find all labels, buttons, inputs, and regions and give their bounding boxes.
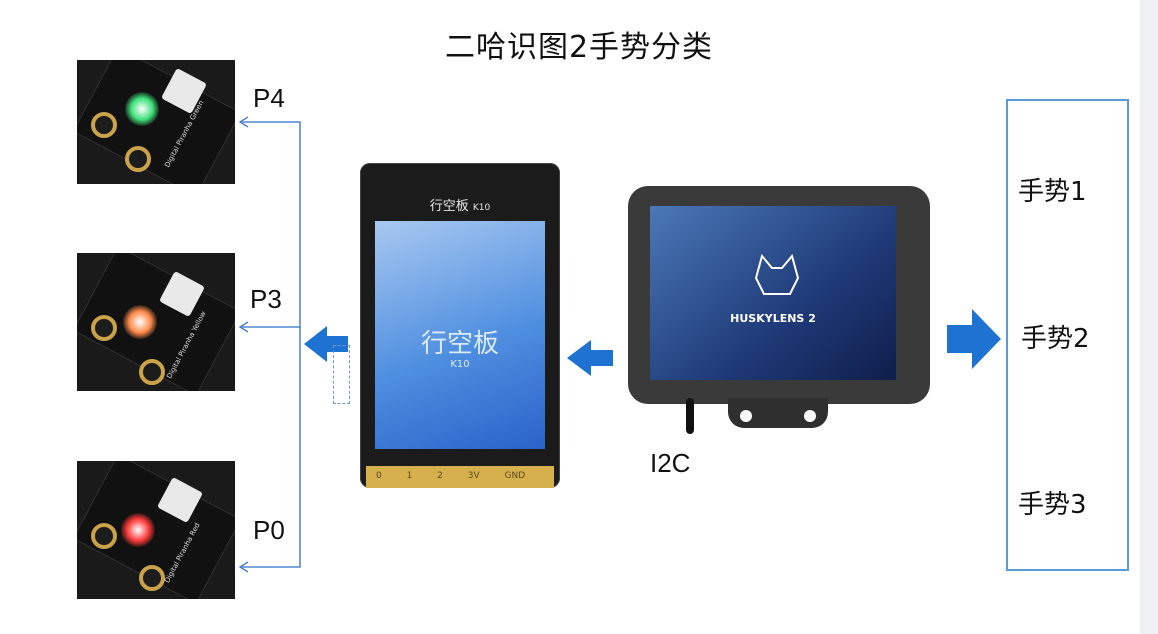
mount-hole (139, 359, 165, 385)
husky-logo-icon (754, 253, 800, 295)
huskylens-screen (650, 206, 896, 380)
mount-hole (91, 523, 117, 549)
bracket-hole (804, 410, 816, 422)
mount-hole (139, 565, 165, 591)
arrow-k10-to-leds (304, 326, 348, 362)
k10-board: 行空板 K10 行空板 K10 0 1 2 3V GND (360, 163, 560, 488)
mount-bracket (728, 398, 828, 428)
gesture-1: 手势1 (1018, 177, 1087, 207)
gesture-2: 手势2 (1021, 324, 1090, 354)
wire-p4-tip (238, 116, 249, 128)
wire-p3-tip (238, 321, 249, 333)
arrow-husky-to-gestures (947, 309, 1001, 369)
k10-screen-model: K10 (450, 359, 470, 370)
huskylens-name: HUSKYLENS 2 (730, 312, 816, 325)
k10-pin-strip: 0 1 2 3V GND (366, 466, 554, 488)
scrollbar-strip (1140, 0, 1158, 634)
k10-pin-text: 0 1 2 3V GND (376, 471, 526, 481)
huskylens-device: HUSKYLENS 2 (628, 186, 930, 434)
arrow-husky-to-k10 (567, 340, 613, 376)
led-module-yellow: Digital Piranha Yellow (77, 253, 235, 391)
k10-screen-text: 行空板 (420, 329, 499, 359)
led-module-green: Digital Piranha Green (77, 60, 235, 184)
pin-label-p4: P4 (253, 83, 285, 113)
selection-outline (333, 345, 350, 404)
wire-p0-tip (238, 561, 249, 573)
i2c-cable (686, 398, 694, 434)
gesture-3: 手势3 (1018, 490, 1087, 520)
led-glow (125, 92, 159, 126)
diagram-title: 二哈识图2手势分类 (444, 30, 714, 65)
mount-hole (125, 146, 151, 172)
k10-brand: 行空板 K10 (429, 199, 491, 214)
wire-p0 (242, 332, 301, 568)
pin-label-p3: P3 (250, 284, 282, 314)
gesture-box (1006, 99, 1129, 571)
wire-p4 (242, 121, 301, 332)
bracket-hole (740, 410, 752, 422)
led-module-red: Digital Piranha Red (77, 461, 235, 599)
led-glow (123, 305, 157, 339)
led-glow (121, 513, 155, 547)
k10-screen (375, 221, 545, 449)
mount-hole (91, 315, 117, 341)
i2c-label: I2C (650, 448, 691, 478)
mount-hole (91, 112, 117, 138)
pin-label-p0: P0 (253, 515, 285, 545)
